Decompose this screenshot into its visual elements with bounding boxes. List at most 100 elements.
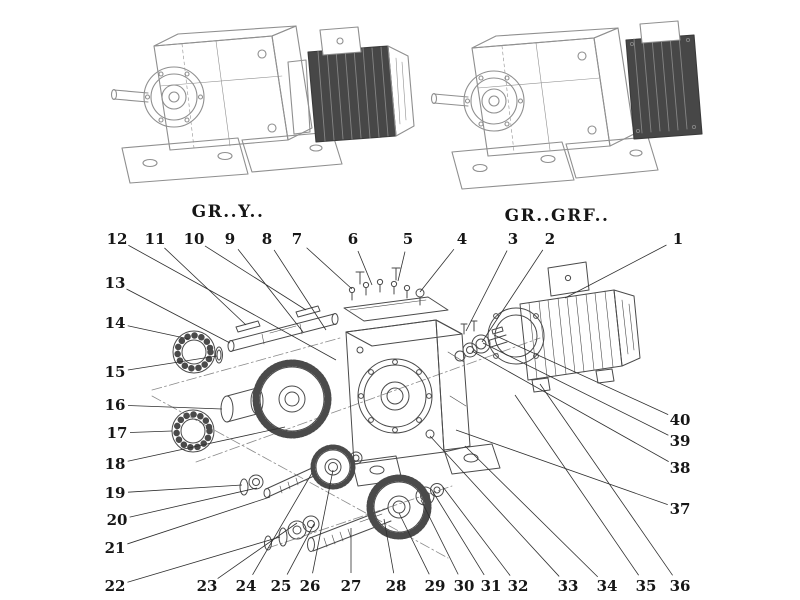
leader-line-26 <box>312 469 334 574</box>
leader-line-22 <box>127 536 281 583</box>
part-number-32: 32 <box>508 577 529 595</box>
motor-fin-block-right-unit <box>625 34 703 140</box>
part-gear-large-intermediate <box>252 359 332 439</box>
construction-line-2 <box>195 337 541 463</box>
part-number-14: 14 <box>105 314 126 332</box>
part-number-15: 15 <box>105 363 126 381</box>
leader-line-33 <box>429 435 560 577</box>
leader-line-19 <box>127 484 243 493</box>
variant-label-gr-grf: GR..GRF.. <box>505 206 610 226</box>
part-bearing-upper <box>172 330 216 374</box>
leader-line-18 <box>127 426 286 462</box>
leader-line-34 <box>464 445 599 578</box>
part-number-10: 10 <box>184 230 205 248</box>
assembled-gearmotor-gr-grf <box>430 20 703 190</box>
part-number-4: 4 <box>457 230 467 248</box>
part-output-washers <box>264 515 320 551</box>
leader-line-16 <box>127 405 223 410</box>
part-number-1: 1 <box>673 230 683 248</box>
part-number-9: 9 <box>225 230 235 248</box>
leader-line-39 <box>482 342 669 436</box>
leader-line-24 <box>252 472 313 575</box>
leader-line-13 <box>126 288 231 344</box>
leader-line-14 <box>127 325 190 340</box>
part-number-3: 3 <box>508 230 518 248</box>
part-cover-bolts <box>348 267 425 306</box>
part-number-8: 8 <box>262 230 272 248</box>
leader-line-5 <box>397 251 406 282</box>
part-number-31: 31 <box>481 577 502 595</box>
leader-line-20 <box>129 487 258 518</box>
part-number-12: 12 <box>107 230 128 248</box>
part-number-35: 35 <box>636 577 657 595</box>
leader-line-3 <box>465 250 508 332</box>
fan-cover-left-unit <box>387 45 415 137</box>
leader-line-30 <box>420 499 459 575</box>
exploded-view <box>151 261 641 559</box>
input-axis-line <box>151 337 341 391</box>
part-number-22: 22 <box>105 577 126 595</box>
shaft-stub-right-unit <box>430 92 469 107</box>
input-boss-right-unit <box>463 70 525 132</box>
terminal-box-right-unit <box>639 20 681 44</box>
part-number-34: 34 <box>597 577 618 595</box>
part-number-38: 38 <box>670 459 691 477</box>
part-bearing-lower <box>171 409 215 453</box>
leader-line-1 <box>564 244 667 299</box>
part-number-36: 36 <box>670 577 691 595</box>
part-pinion-shaft <box>263 467 315 498</box>
part-input-shaft <box>227 313 339 352</box>
leader-line-10 <box>204 245 307 311</box>
part-motor <box>487 261 641 393</box>
part-number-5: 5 <box>403 230 413 248</box>
part-gearbox-housing <box>345 319 471 465</box>
leader-line-35 <box>514 394 639 576</box>
part-number-7: 7 <box>292 230 302 248</box>
input-boss-left-unit <box>143 66 205 128</box>
part-number-16: 16 <box>105 396 126 414</box>
assembled-gearmotor-gr-y <box>110 25 415 184</box>
leader-line-29 <box>398 512 430 575</box>
part-number-17: 17 <box>107 424 128 442</box>
part-output-rings <box>415 483 444 506</box>
part-number-6: 6 <box>348 230 358 248</box>
terminal-box-left-unit <box>319 26 362 56</box>
part-key-input-1 <box>235 320 261 333</box>
leader-line-9 <box>237 248 304 333</box>
leader-line-40 <box>493 334 669 415</box>
part-number-20: 20 <box>107 511 128 529</box>
leader-line-11 <box>164 247 247 326</box>
part-number-33: 33 <box>558 577 579 595</box>
part-number-39: 39 <box>670 432 691 450</box>
part-cover-plate <box>343 296 449 322</box>
part-housing-feet <box>351 443 501 487</box>
leader-line-37 <box>455 429 668 506</box>
leader-line-32 <box>442 486 511 576</box>
part-number-19: 19 <box>105 484 126 502</box>
motor-fin-block-left-unit <box>307 45 397 143</box>
part-number-30: 30 <box>454 577 475 595</box>
part-number-2: 2 <box>545 230 555 248</box>
leader-line-28 <box>383 518 395 574</box>
leader-line-23 <box>217 522 298 579</box>
motor-fan-cover <box>613 289 641 367</box>
part-number-29: 29 <box>425 577 446 595</box>
part-number-11: 11 <box>145 230 166 248</box>
part-number-21: 21 <box>105 539 126 557</box>
part-number-28: 28 <box>386 577 407 595</box>
leader-line-21 <box>127 496 271 545</box>
part-number-26: 26 <box>300 577 321 595</box>
part-pinion-washers <box>239 474 264 496</box>
part-number-23: 23 <box>197 577 218 595</box>
part-number-37: 37 <box>670 500 691 518</box>
leader-line-17 <box>129 430 173 433</box>
drain-plug <box>425 429 435 439</box>
shaft-stub-left-unit <box>110 88 149 103</box>
leader-line-15 <box>127 355 218 371</box>
leader-line-12 <box>128 244 337 361</box>
leader-line-4 <box>419 248 455 293</box>
part-key-input-2 <box>295 305 321 318</box>
